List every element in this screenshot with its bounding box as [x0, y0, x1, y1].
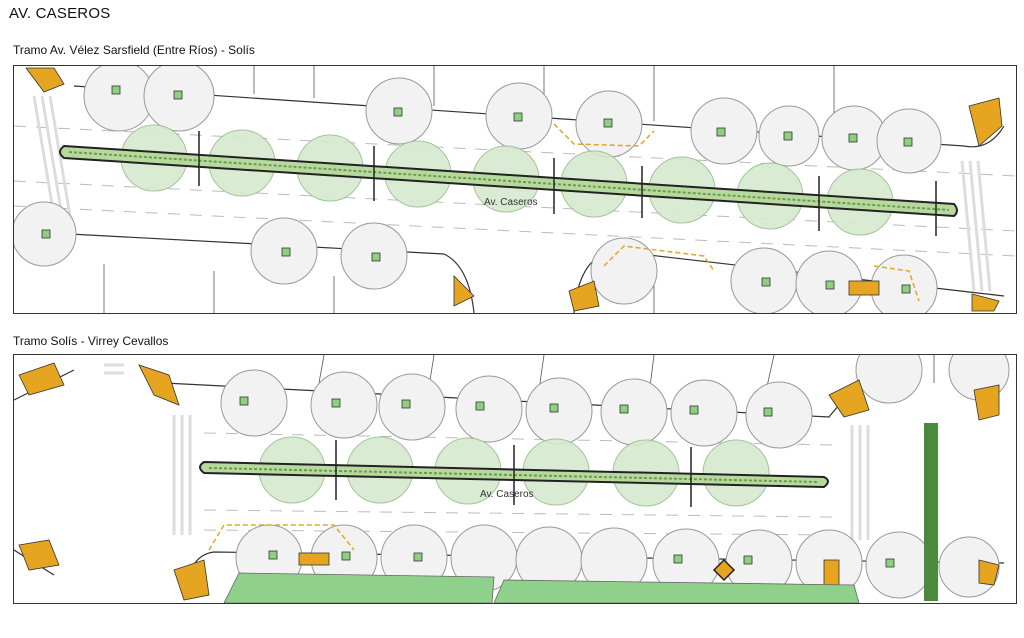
section-1-plan: Av. Caseros: [13, 65, 1017, 314]
section-2-lane-lines: [203, 432, 835, 536]
section-2-crosswalks: [104, 363, 870, 540]
section-1-planters: [41, 85, 913, 294]
section-2-drawing: Av. Caseros: [14, 355, 1010, 603]
section-1-median: [59, 144, 958, 218]
section-1-drawing: Av. Caseros: [14, 66, 1016, 313]
section-1-median-posts: [198, 131, 937, 236]
section-1-existing-trees: [14, 66, 942, 313]
section-2-green-area: [223, 572, 860, 603]
section-1-street-label: Av. Caseros: [484, 197, 538, 208]
section-2-tactile-paving: [18, 362, 1000, 601]
section-2-planters: [239, 396, 895, 568]
section-2-works-outline: [208, 524, 355, 551]
section-2-bike-lane: [924, 423, 938, 601]
section-1-works-outline: [553, 123, 920, 302]
section-1-heading: Tramo Av. Vélez Sarsfield (Entre Ríos) -…: [13, 43, 255, 57]
section-1-crosswalk-right: [960, 160, 992, 292]
plan-title: AV. CASEROS: [9, 5, 111, 22]
section-1-tactile-paving: [25, 67, 1003, 312]
section-2-traffic-sign: [712, 558, 736, 582]
section-2-heading: Tramo Solís - Virrey Cevallos: [13, 334, 169, 348]
section-2-plan: Av. Caseros: [13, 354, 1017, 604]
section-2-street-label: Av. Caseros: [480, 489, 534, 500]
section-1-crosswalk-left: [32, 95, 72, 217]
section-2-median-posts: [335, 440, 692, 507]
